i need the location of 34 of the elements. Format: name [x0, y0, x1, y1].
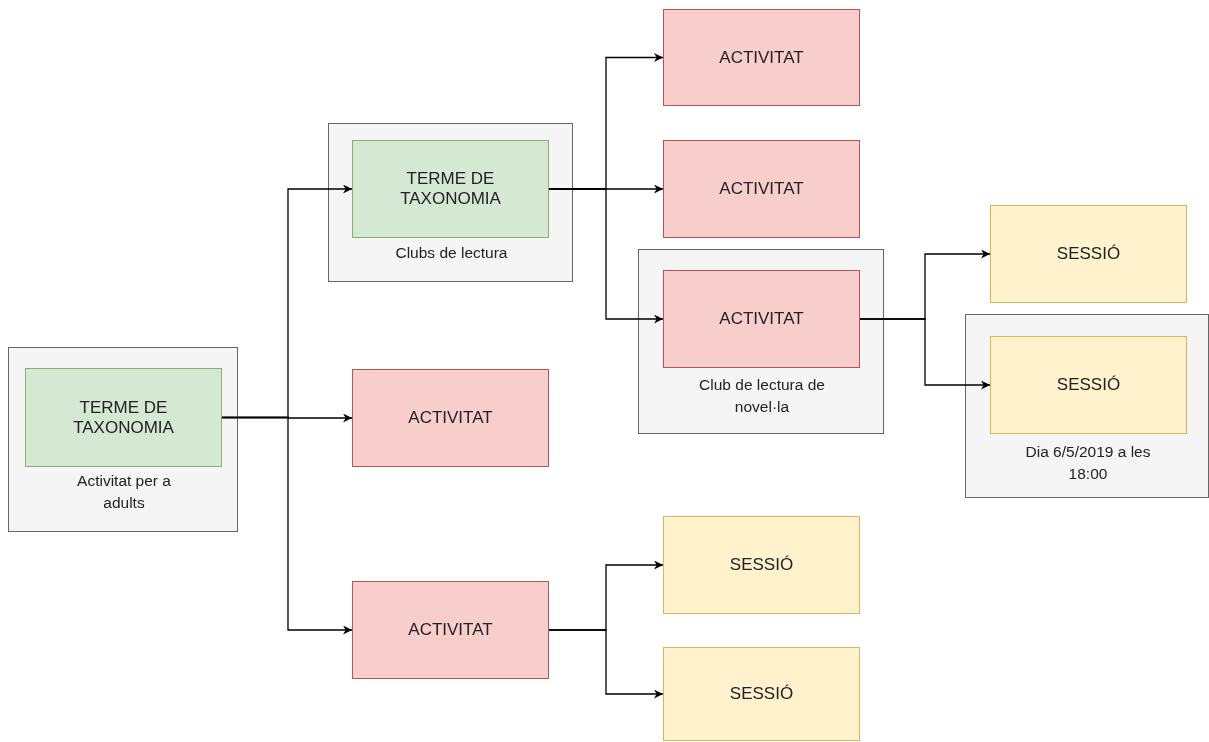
process-box — [663, 9, 860, 106]
box-label: ACTIVITAT — [719, 179, 804, 199]
group-caption: Dia 6/5/2019 a les 18:00 — [1024, 442, 1152, 484]
group-container — [8, 347, 238, 532]
box-label: SESSIÓ — [729, 684, 794, 704]
process-box — [663, 270, 860, 368]
process-box — [25, 368, 222, 467]
process-box — [352, 369, 549, 467]
group-container — [638, 249, 884, 434]
connector-arrow — [548, 188, 664, 324]
process-box — [663, 516, 860, 614]
process-box — [990, 336, 1187, 434]
group-caption: Activitat per a adults — [76, 471, 172, 513]
box-label: SESSIÓ — [1056, 244, 1121, 264]
process-box — [663, 140, 860, 238]
box-label: TERME DE TAXONOMIA — [399, 169, 502, 209]
box-label: ACTIVITAT — [408, 620, 493, 640]
connector-arrow — [548, 629, 664, 699]
process-box — [663, 647, 860, 741]
group-caption: Clubs de lectura — [394, 243, 509, 263]
process-box — [990, 205, 1187, 303]
box-label: ACTIVITAT — [408, 408, 493, 428]
box-label: ACTIVITAT — [719, 47, 804, 68]
process-box — [352, 581, 549, 679]
group-container — [328, 123, 573, 282]
connector-arrow — [859, 318, 991, 390]
box-label: SESSIÓ — [729, 555, 794, 575]
box-label: SESSIÓ — [1056, 375, 1121, 395]
group-container — [965, 314, 1209, 498]
connector-arrow — [221, 416, 353, 635]
group-caption: Club de lectura de novel·la — [698, 375, 826, 417]
process-box — [352, 140, 549, 238]
box-label: TERME DE TAXONOMIA — [72, 397, 175, 438]
box-label: ACTIVITAT — [719, 309, 804, 329]
